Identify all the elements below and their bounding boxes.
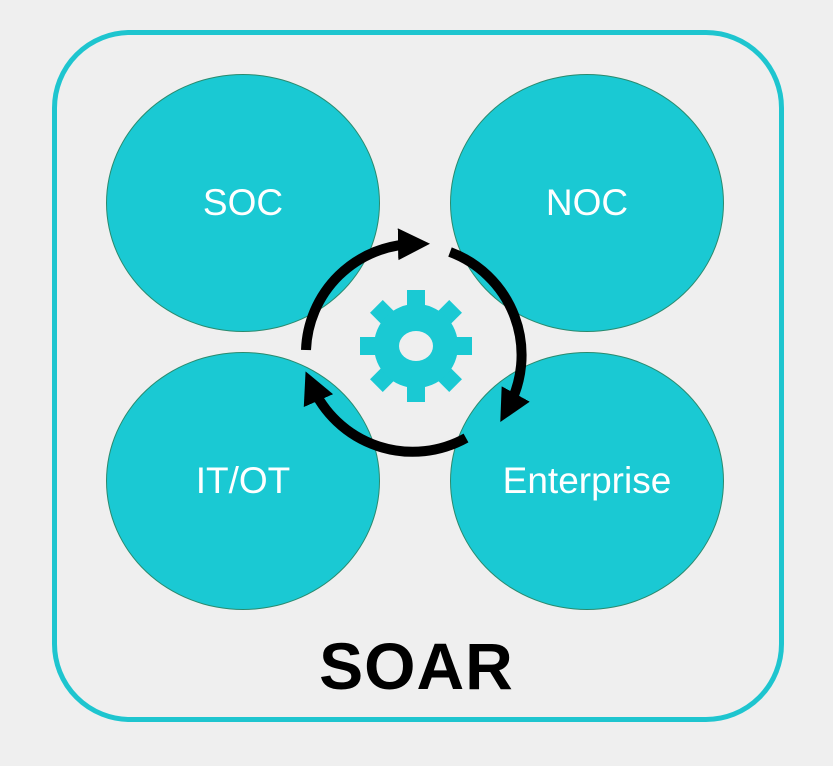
itot-node: IT/OT (106, 352, 380, 610)
gear-icon (360, 290, 472, 402)
soc-label: SOC (202, 182, 284, 223)
itot-label: IT/OT (195, 460, 291, 501)
soar-title: SOAR (319, 629, 514, 703)
enterprise-label: Enterprise (502, 460, 672, 501)
circular-arrows-icon (301, 228, 530, 457)
arrow-enterprise-to-itot (303, 371, 469, 457)
arrow-soc-to-noc (301, 228, 430, 351)
enterprise-node: Enterprise (450, 352, 724, 610)
noc-label: NOC (545, 182, 629, 223)
arrow-noc-to-enterprise (448, 247, 530, 423)
soc-node: SOC (106, 74, 380, 332)
